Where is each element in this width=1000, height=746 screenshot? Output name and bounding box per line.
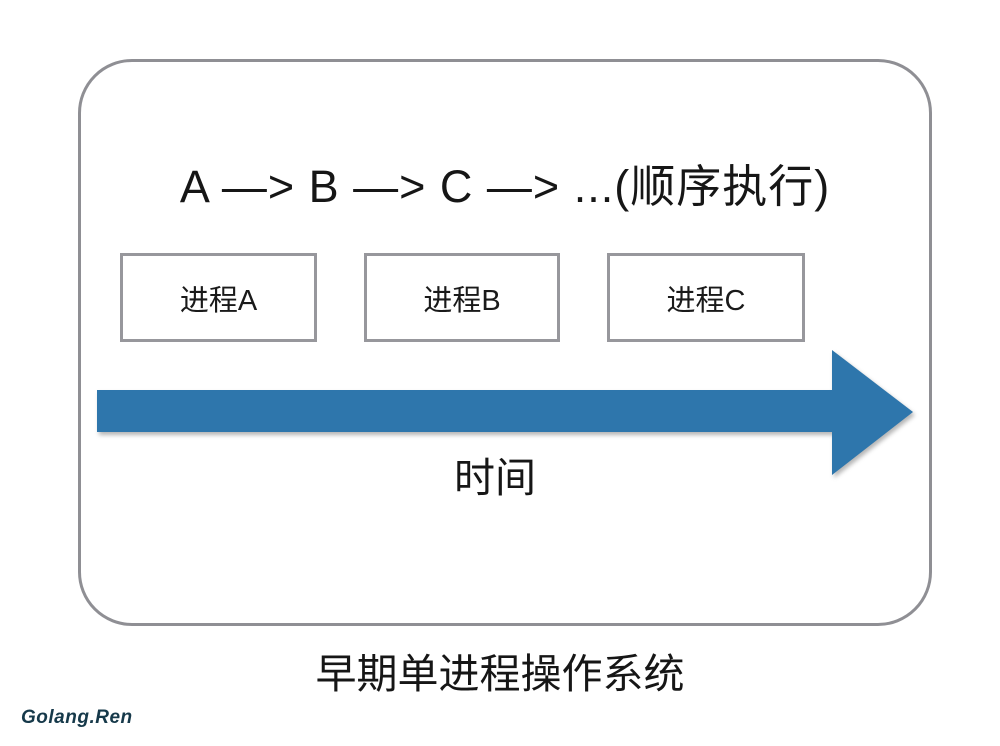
diagram-rounded-frame [78, 59, 932, 626]
process-b-label: 进程B [423, 284, 501, 317]
watermark-text: Golang.Ren [21, 707, 133, 728]
process-box-c: 进程C [607, 253, 805, 342]
process-box-b: 进程B [364, 253, 560, 342]
sequential-execution-title: A —> B —> C —> ...(顺序执行) [179, 161, 831, 212]
time-axis-label: 时间 [454, 455, 536, 501]
process-box-a: 进程A [120, 253, 317, 342]
diagram-caption: 早期单进程操作系统 [315, 651, 685, 697]
process-a-label: 进程A [179, 284, 258, 317]
process-c-label: 进程C [666, 284, 746, 317]
